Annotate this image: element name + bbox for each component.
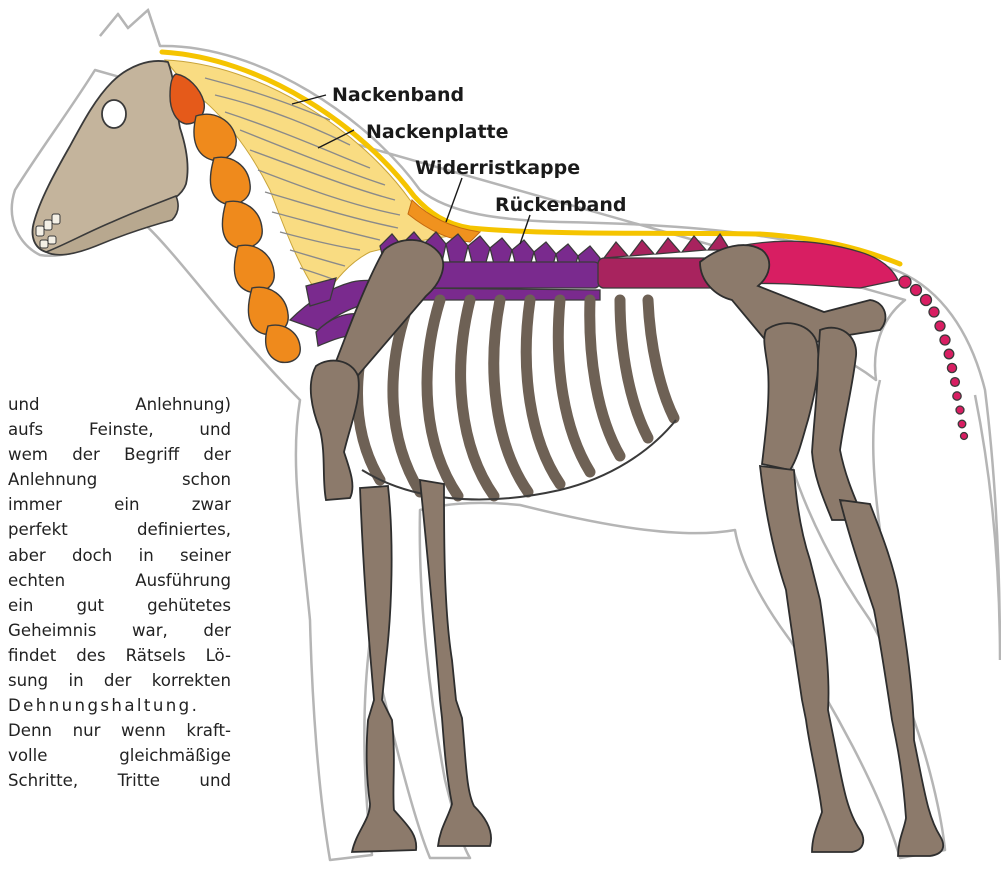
front-leg-near <box>352 486 416 852</box>
text-line: volle gleichmäßige <box>8 743 231 768</box>
text-line: findet des Rätsels Lö- <box>8 643 231 668</box>
femur <box>762 323 818 470</box>
tibia <box>812 328 864 520</box>
text-line: und Anlehnung) <box>8 392 231 417</box>
text-line: aber doch in seiner <box>8 543 231 568</box>
front-leg-far <box>420 480 491 846</box>
text-line: wem der Begriff der <box>8 442 231 467</box>
text-line: Geheimnis war, der <box>8 618 231 643</box>
rib-cage <box>358 298 675 496</box>
text-line: Dehnungshaltung. <box>8 693 231 718</box>
hind-leg-far <box>840 500 943 856</box>
text-line: Denn nur wenn kraft- <box>8 718 231 743</box>
text-line: Schritte, Tritte und <box>8 768 231 793</box>
label-rueckenband: Rückenband <box>495 194 627 216</box>
text-line: perfekt definiertes, <box>8 517 231 542</box>
humerus <box>311 361 359 500</box>
text-line: echten Ausführung <box>8 568 231 593</box>
text-line: ein gut gehütetes <box>8 593 231 618</box>
label-nackenplatte: Nackenplatte <box>366 121 509 143</box>
text-line: sung in der korrekten <box>8 668 231 693</box>
body-text-column: und Anlehnung) aufs Feinste, und wem der… <box>8 392 231 794</box>
skull-eye-socket <box>102 100 126 128</box>
text-line: aufs Feinste, und <box>8 417 231 442</box>
text-line: immer ein zwar <box>8 492 231 517</box>
leader-widerristkappe <box>446 178 462 222</box>
label-nackenband: Nackenband <box>332 84 464 106</box>
label-widerristkappe: Widerristkappe <box>415 157 580 179</box>
text-line: Anlehnung schon <box>8 467 231 492</box>
